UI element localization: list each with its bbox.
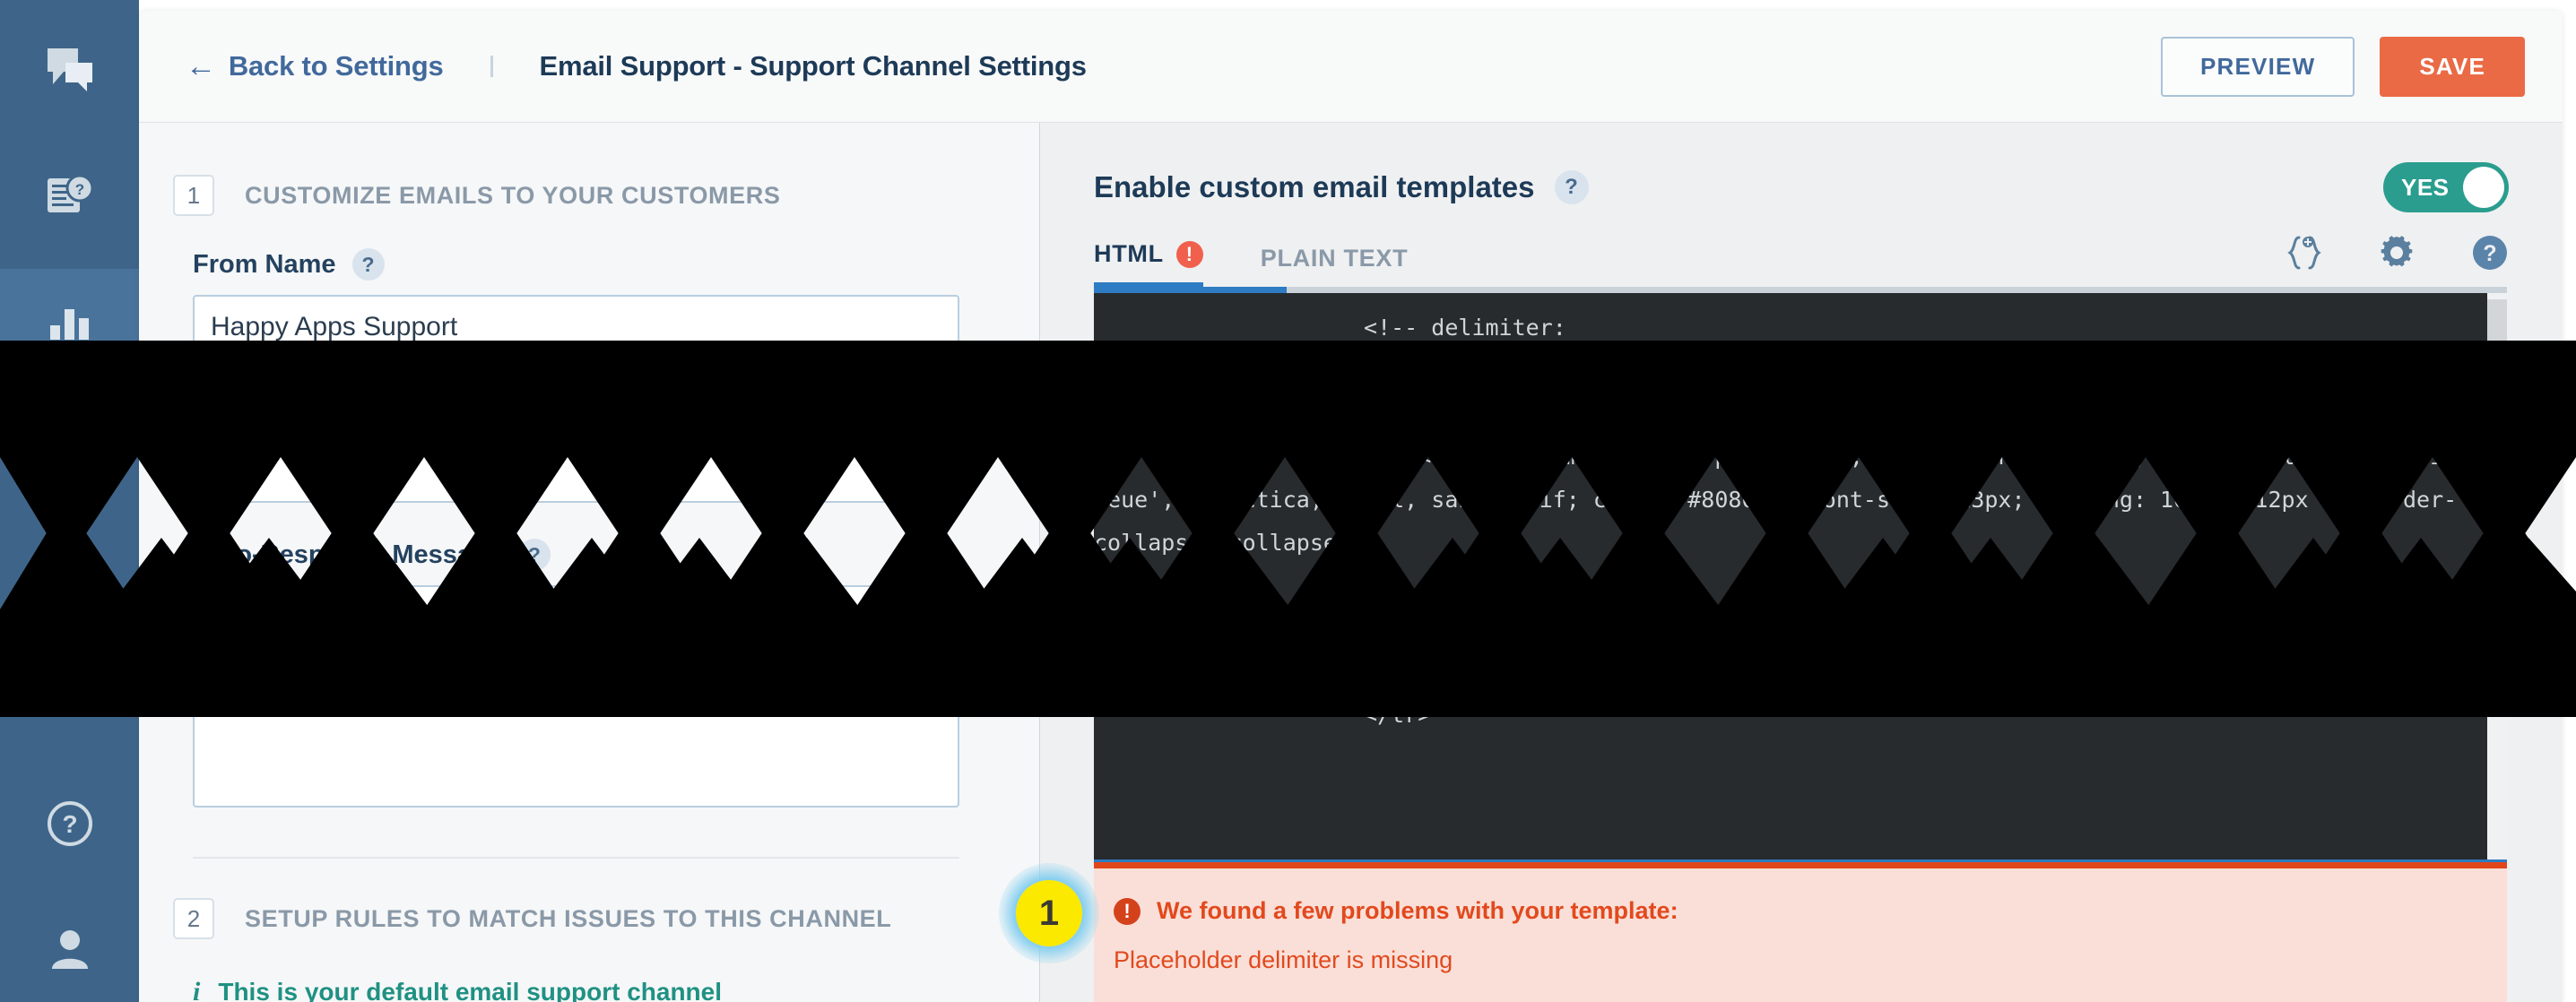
sidebar-item-knowledge-base[interactable]: ? xyxy=(0,143,139,249)
sidebar-item-reports[interactable] xyxy=(0,269,139,375)
template-help-icon[interactable]: ? xyxy=(1554,170,1589,204)
gear-icon[interactable] xyxy=(2378,234,2416,276)
editor-progress-fill xyxy=(1094,287,1287,293)
from-email-label-row: From ? xyxy=(193,392,959,424)
topbar-actions: PREVIEW SAVE xyxy=(2161,36,2525,97)
default-channel-hint: i This is your default email support cha… xyxy=(193,977,1039,1002)
from-name-field: From Name ? xyxy=(193,248,959,359)
tab-html[interactable]: HTML ! xyxy=(1094,240,1203,287)
preview-button[interactable]: PREVIEW xyxy=(2161,36,2355,97)
exclamation-icon: ! xyxy=(1114,897,1141,925)
template-header: Enable custom email templates ? YES xyxy=(1040,123,2563,212)
settings-form-pane: 1 CUSTOMIZE EMAILS TO YOUR CUSTOMERS Fro… xyxy=(139,123,1040,1002)
topbar: ← Back to Settings Email Support - Suppo… xyxy=(139,11,2563,123)
section-2-title: SETUP RULES TO MATCH ISSUES TO THIS CHAN… xyxy=(245,904,892,932)
info-icon: i xyxy=(193,977,201,1002)
auto-response-label-row: Auto-Response Message ? xyxy=(193,539,959,571)
sidebar-item-help[interactable]: ? xyxy=(0,771,139,877)
chat-bubble-icon xyxy=(46,47,94,91)
tab-plain-text[interactable]: PLAIN TEXT xyxy=(1261,245,1409,287)
section-1-step-number: 1 xyxy=(173,175,214,216)
from-name-label-row: From Name ? xyxy=(193,248,959,281)
save-button[interactable]: SAVE xyxy=(2380,36,2525,97)
code-line: <td class="expander" style="margin: 0; w… xyxy=(1094,616,2485,685)
sidebar-item-conversations[interactable] xyxy=(0,16,139,122)
auto-response-help-icon[interactable]: ? xyxy=(517,539,551,571)
editor-tool-icons: ? xyxy=(2286,234,2509,287)
code-line: When a customer replies, this line helps… xyxy=(1094,358,2403,384)
html-template-editor[interactable]: <!-- delimiter: When a customer replies,… xyxy=(1094,287,2507,862)
section-1-header: 1 CUSTOMIZE EMAILS TO YOUR CUSTOMERS xyxy=(173,175,1039,216)
bar-chart-icon xyxy=(48,302,91,341)
tab-html-label: HTML xyxy=(1094,240,1164,267)
main-card: ← Back to Settings Email Support - Suppo… xyxy=(139,11,2563,1002)
section-1-title: CUSTOMIZE EMAILS TO YOUR CUSTOMERS xyxy=(245,181,781,209)
code-line: <!-- delimiter: xyxy=(1094,315,1566,341)
page-title: Email Support - Support Channel Settings xyxy=(539,50,1087,82)
step-marker-1: 1 xyxy=(999,863,1099,963)
svg-text:?: ? xyxy=(2483,241,2496,266)
section-2-step-number: 2 xyxy=(173,898,214,939)
email-template-pane: Enable custom email templates ? YES HTML… xyxy=(1040,123,2563,1002)
topbar-separator xyxy=(490,56,493,77)
code-line: <td style="margin: 0; padding: 0; font-w… xyxy=(1094,444,2485,556)
code-line: rest of the email thread. Keep it at the… xyxy=(1094,401,1756,427)
code-line: </td> xyxy=(1094,573,1486,599)
user-icon xyxy=(47,926,93,972)
back-to-settings-link[interactable]: ← Back to Settings xyxy=(186,50,444,82)
auto-response-label: Auto-Response Message xyxy=(193,540,502,569)
from-email-label: From xyxy=(193,393,258,422)
toggle-label: YES xyxy=(2401,173,2450,201)
help-circle-icon: ? xyxy=(47,800,93,847)
from-name-label: From Name xyxy=(193,249,336,279)
auto-response-textarea[interactable]: new reply xyxy=(193,585,959,808)
from-name-help-icon[interactable]: ? xyxy=(351,248,385,281)
toggle-knob xyxy=(2463,167,2504,208)
template-error-heading-row: ! We found a few problems with your temp… xyxy=(1114,897,2507,925)
template-tab-row: HTML ! PLAIN TEXT xyxy=(1040,212,2563,287)
svg-text:?: ? xyxy=(74,181,83,198)
auto-response-field: Auto-Response Message ? new reply xyxy=(193,539,959,812)
template-title: Enable custom email templates xyxy=(1094,170,1535,203)
from-email-input[interactable] xyxy=(193,438,959,503)
editor-code-content[interactable]: <!-- delimiter: When a customer replies,… xyxy=(1094,287,2507,737)
left-nav-rail: ? ? xyxy=(0,0,139,1002)
from-email-help-icon[interactable]: ? xyxy=(273,392,307,424)
template-error-heading: We found a few problems with your templa… xyxy=(1157,897,1678,924)
step-marker-number: 1 xyxy=(1016,880,1082,946)
tab-plain-text-label: PLAIN TEXT xyxy=(1260,245,1409,272)
editor-scrollbar-thumb[interactable] xyxy=(2487,299,2507,577)
enable-custom-templates-toggle[interactable]: YES xyxy=(2383,162,2509,212)
template-error-item: Placeholder delimiter is missing xyxy=(1114,946,1453,973)
code-line: </tr> xyxy=(1094,702,1432,728)
editor-scrollbar-track[interactable] xyxy=(2487,293,2507,859)
back-to-settings-label: Back to Settings xyxy=(228,50,444,82)
body-split: 1 CUSTOMIZE EMAILS TO YOUR CUSTOMERS Fro… xyxy=(139,123,2563,1002)
default-channel-hint-text: This is your default email support chann… xyxy=(218,978,722,1002)
from-name-input[interactable] xyxy=(193,295,959,359)
arrow-left-icon: ← xyxy=(186,49,216,83)
editor-progress-track xyxy=(1094,287,2507,293)
template-error-panel: ! We found a few problems with your temp… xyxy=(1094,862,2507,1002)
tab-html-error-icon: ! xyxy=(1175,240,1203,268)
insert-placeholder-icon[interactable] xyxy=(2286,234,2322,276)
section-2-header: 2 SETUP RULES TO MATCH ISSUES TO THIS CH… xyxy=(173,898,1039,939)
sidebar-item-account[interactable] xyxy=(0,896,139,1002)
document-question-icon: ? xyxy=(46,175,94,218)
from-email-field: From ? xyxy=(193,392,959,503)
help-circle-icon[interactable]: ? xyxy=(2471,234,2509,276)
svg-text:?: ? xyxy=(62,810,77,838)
form-divider xyxy=(193,857,959,859)
